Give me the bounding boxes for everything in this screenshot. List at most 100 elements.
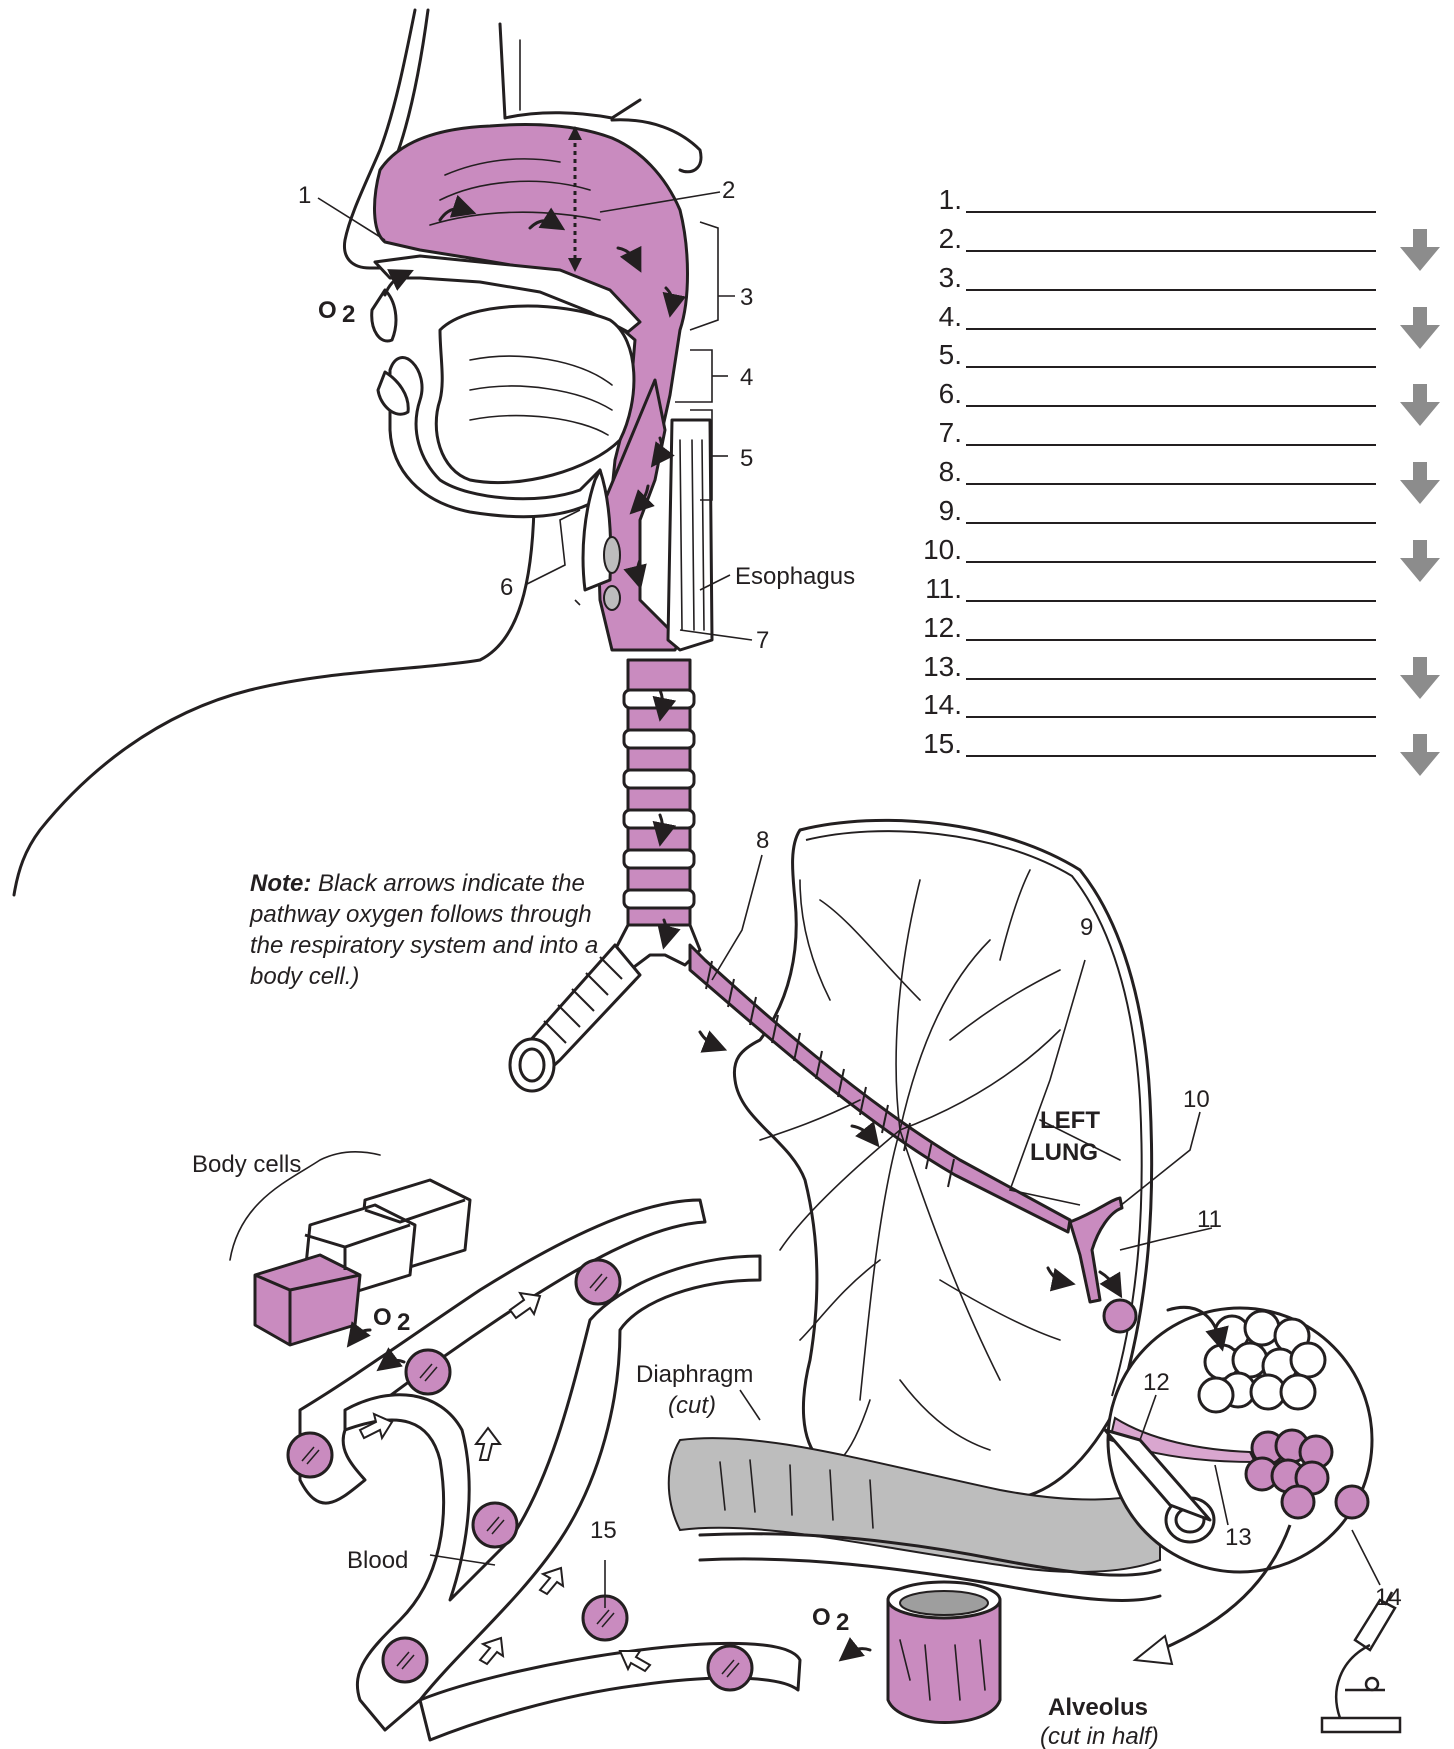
answer-blank-line[interactable] xyxy=(966,302,1376,330)
answer-row: 10. xyxy=(900,526,1440,565)
answer-blank-line[interactable] xyxy=(966,652,1376,680)
label-12: 12 xyxy=(1143,1369,1170,1396)
trachea-ring xyxy=(624,690,694,708)
esophagus-label: Esophagus xyxy=(735,563,855,590)
diaphragm-label: Diaphragm xyxy=(636,1361,753,1388)
answer-number: 15. xyxy=(900,729,966,759)
answer-row: 4. xyxy=(900,293,1440,332)
answer-number: 5. xyxy=(900,340,966,370)
label-1: 1 xyxy=(298,182,311,209)
answer-blank-line[interactable] xyxy=(966,340,1376,368)
answer-row: 12. xyxy=(900,604,1440,643)
answer-blank-line[interactable] xyxy=(966,729,1376,757)
answer-blank-line[interactable] xyxy=(966,535,1376,563)
note-text: Note: Black arrows indicate the pathway … xyxy=(250,868,610,992)
answer-blank-line[interactable] xyxy=(966,613,1376,641)
label-11: 11 xyxy=(1197,1206,1222,1233)
label-8: 8 xyxy=(756,827,769,854)
alveolus-sac xyxy=(1281,1375,1315,1409)
label-3: 3 xyxy=(740,284,753,311)
answer-blank-line[interactable] xyxy=(966,185,1376,213)
answer-number: 4. xyxy=(900,302,966,332)
answer-list: 1. 2. 3. 4. 5. 6. 7. 8. 9. 10. 11. 12. 13. 14. 15. xyxy=(900,176,1440,759)
answer-row: 5. xyxy=(900,332,1440,371)
trachea-ring xyxy=(624,850,694,868)
answer-blank-line[interactable] xyxy=(966,263,1376,291)
alveolus-sac xyxy=(1245,1311,1279,1345)
alveolus-sac xyxy=(1199,1378,1233,1412)
answer-number: 6. xyxy=(900,379,966,409)
answer-row: 13. xyxy=(900,643,1440,682)
answer-blank-line[interactable] xyxy=(966,690,1376,718)
alveoli-magnified xyxy=(1105,1307,1372,1664)
red-blood-cell xyxy=(383,1638,427,1682)
trachea-ring xyxy=(624,810,694,828)
svg-text:2: 2 xyxy=(342,301,355,328)
answer-row: 14. xyxy=(900,682,1440,721)
answer-number: 8. xyxy=(900,457,966,487)
answer-number: 2. xyxy=(900,224,966,254)
alveolus-sub-label: (cut in half) xyxy=(1040,1723,1159,1749)
trachea-ring xyxy=(624,890,694,908)
answer-row: 11. xyxy=(900,565,1440,604)
label-4: 4 xyxy=(740,364,753,391)
answer-row: 6. xyxy=(900,370,1440,409)
answer-number: 3. xyxy=(900,263,966,293)
label-15: 15 xyxy=(590,1517,617,1544)
answer-number: 7. xyxy=(900,418,966,448)
answer-number: 14. xyxy=(900,690,966,720)
alveolus-sac xyxy=(1282,1486,1314,1518)
trachea xyxy=(615,660,700,970)
svg-text:2: 2 xyxy=(397,1309,410,1336)
answer-row: 2. xyxy=(900,215,1440,254)
red-blood-cell xyxy=(708,1646,752,1690)
svg-text:O: O xyxy=(318,297,337,324)
svg-text:2: 2 xyxy=(836,1609,849,1636)
answer-row: 1. xyxy=(900,176,1440,215)
label-13: 13 xyxy=(1225,1524,1252,1551)
trachea-ring xyxy=(624,730,694,748)
answer-number: 12. xyxy=(900,613,966,643)
blood-label: Blood xyxy=(347,1547,408,1574)
note-bold: Note: xyxy=(250,870,311,897)
alveolus-cut xyxy=(888,1582,1000,1723)
label-6: 6 xyxy=(500,574,513,601)
label-10: 10 xyxy=(1183,1086,1210,1113)
down-arrow-icon xyxy=(1400,734,1440,776)
answer-number: 11. xyxy=(900,574,966,604)
label-5: 5 xyxy=(740,445,753,472)
alveolus-sac xyxy=(1336,1486,1368,1518)
answer-blank-line[interactable] xyxy=(966,574,1376,602)
answer-blank-line[interactable] xyxy=(966,457,1376,485)
answer-blank-line[interactable] xyxy=(966,224,1376,252)
head-cross-section xyxy=(14,10,712,895)
label-9: 9 xyxy=(1080,914,1093,941)
svg-text:O: O xyxy=(373,1304,392,1331)
red-blood-cell xyxy=(576,1260,620,1304)
trachea-ring xyxy=(624,770,694,788)
microscope-icon xyxy=(1322,1592,1400,1732)
o2-nose: O 2 xyxy=(318,297,355,328)
answer-row: 15. xyxy=(900,720,1440,759)
left-lung-label-2: LUNG xyxy=(1030,1139,1098,1166)
label-7: 7 xyxy=(756,627,769,654)
answer-row: 3. xyxy=(900,254,1440,293)
answer-number: 10. xyxy=(900,535,966,565)
alveolus-label: Alveolus xyxy=(1048,1694,1148,1721)
answer-row: 7. xyxy=(900,409,1440,448)
answer-number: 9. xyxy=(900,496,966,526)
answer-number: 13. xyxy=(900,652,966,682)
red-blood-cell xyxy=(406,1350,450,1394)
answer-blank-line[interactable] xyxy=(966,379,1376,407)
answer-row: 8. xyxy=(900,448,1440,487)
body-cells-label: Body cells xyxy=(192,1151,301,1178)
answer-row: 9. xyxy=(900,487,1440,526)
svg-text:O: O xyxy=(812,1604,831,1631)
red-blood-cell xyxy=(288,1433,332,1477)
answer-blank-line[interactable] xyxy=(966,418,1376,446)
answer-blank-line[interactable] xyxy=(966,496,1376,524)
red-blood-cell xyxy=(473,1503,517,1547)
label-2: 2 xyxy=(722,177,735,204)
left-lung-label-1: LEFT xyxy=(1040,1107,1100,1134)
diaphragm-sub-label: (cut) xyxy=(668,1392,716,1419)
